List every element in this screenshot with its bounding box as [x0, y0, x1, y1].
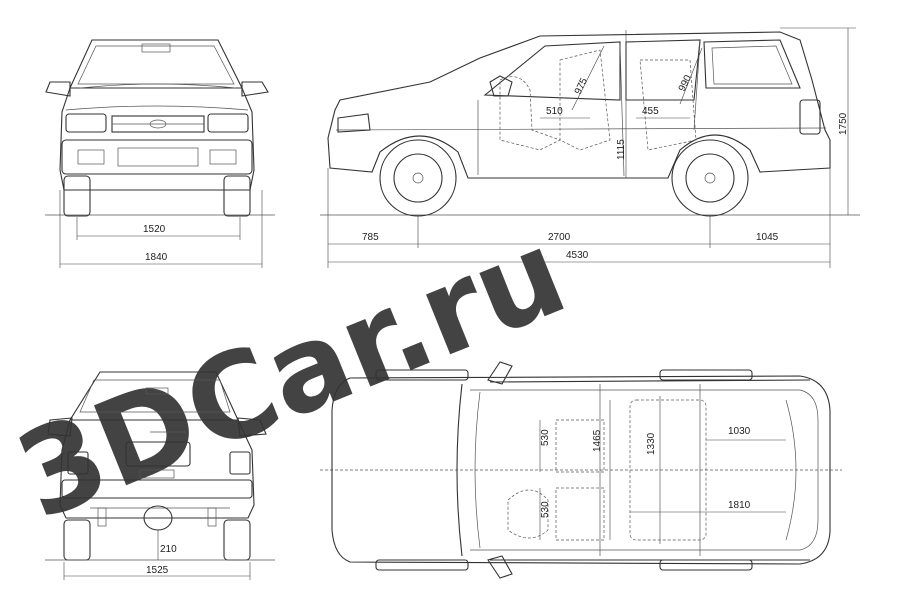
cargo-max-length-label: 1810: [728, 500, 751, 511]
rear-seat-depth-label: 455: [642, 106, 659, 117]
front-seat-width-top-label: 530: [540, 429, 551, 446]
rear-view: 210 1525: [45, 371, 275, 580]
front-view: 1520 1840: [45, 39, 275, 268]
wheelbase-label: 2700: [548, 232, 571, 243]
front-seat-depth-label: 510: [546, 106, 563, 117]
ground-clearance-label: 210: [160, 544, 177, 555]
front-track-label: 1520: [143, 224, 166, 235]
watermark: 3DCar.ru: [0, 203, 583, 546]
overall-length-label: 4530: [566, 250, 589, 261]
front-overhang-label: 785: [362, 232, 379, 243]
front-shoulder-label: 1465: [592, 429, 603, 452]
rear-shoulder-label: 1330: [646, 432, 657, 455]
watermark-text: 3DCar.ru: [0, 203, 583, 546]
seat-height-label: 1115: [616, 139, 627, 160]
rear-overhang-label: 1045: [756, 232, 779, 243]
side-view: 975 990 510 455 1115 1750 785 2700 1045 …: [320, 27, 860, 268]
front-width-label: 1840: [145, 252, 168, 263]
rear-track-label: 1525: [146, 565, 169, 576]
overall-height-label: 1750: [838, 112, 849, 135]
top-view: 530 530 1465 1330 1030 1810: [320, 361, 842, 579]
front-seat-width-bottom-label: 530: [540, 501, 551, 518]
cargo-length-label: 1030: [728, 426, 751, 437]
rear-headroom-label: 990: [677, 73, 694, 93]
